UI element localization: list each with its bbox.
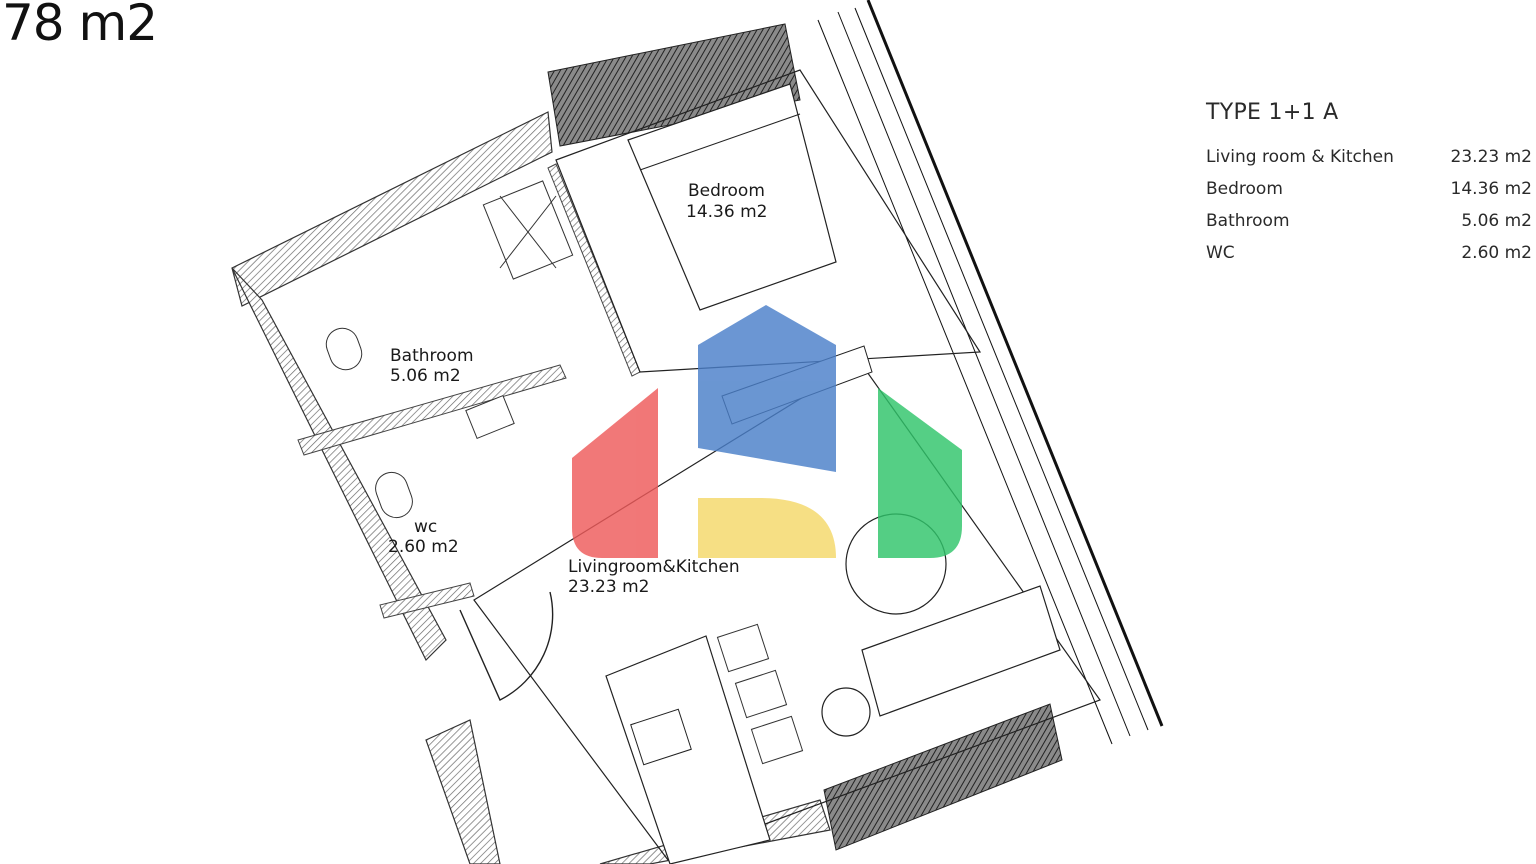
legend-value: 5.06 m2 [1461,211,1532,231]
watermark-blue-shape [698,305,836,472]
legend-title: TYPE 1+1 A [1206,100,1339,125]
legend-row: Bedroom 14.36 m2 [1206,179,1532,211]
wall-wc-living [379,582,475,619]
watermark-logo [572,305,962,558]
legend-label: WC [1206,243,1235,263]
legend-value: 14.36 m2 [1450,179,1532,199]
bedroom-area: 14.36 m2 [686,202,767,222]
watermark-yellow-shape [698,498,836,558]
exterior-wall-bottom-left [425,719,501,864]
exterior-wall-top [231,111,553,307]
living-name: Livingroom&Kitchen [568,557,740,577]
legend-label: Bathroom [1206,211,1290,231]
area-legend: TYPE 1+1 A Living room & Kitchen 23.23 m… [1206,100,1532,275]
legend-label: Bedroom [1206,179,1283,199]
wc-area: 2.60 m2 [388,537,459,557]
entrance-door [459,591,554,701]
bathroom-shower [482,180,574,280]
bar-stools [716,623,804,765]
legend-row: Bathroom 5.06 m2 [1206,211,1532,243]
balcony-slab-top [547,23,801,147]
exterior-wall-left [231,267,447,662]
legend-row: WC 2.60 m2 [1206,243,1532,275]
legend-label: Living room & Kitchen [1206,147,1394,167]
watermark-green-shape [878,388,962,558]
bed [627,83,837,311]
bathroom-name: Bathroom [390,346,474,366]
wc-toilet [375,471,413,519]
bedroom-name: Bedroom [688,181,765,201]
bathroom-toilet [325,327,363,371]
wall-bath-bedroom [547,163,641,377]
wall-bath-wc [297,364,567,456]
legend-row: Living room & Kitchen 23.23 m2 [1206,147,1532,179]
coffee-table [821,687,871,737]
total-area-title: 78 m2 [2,0,158,52]
living-area: 23.23 m2 [568,577,649,597]
legend-value: 2.60 m2 [1461,243,1532,263]
wc-name: wc [414,517,437,537]
balcony-slab-bottom [823,703,1063,851]
bathroom-area: 5.06 m2 [390,366,461,386]
facade-window-lines [817,0,1164,745]
bathroom-sink [465,394,515,440]
bedroom-outline [555,69,982,373]
sofa [861,585,1061,717]
legend-value: 23.23 m2 [1450,147,1532,167]
kitchen-sink [630,708,692,766]
watermark-red-shape [572,388,658,558]
